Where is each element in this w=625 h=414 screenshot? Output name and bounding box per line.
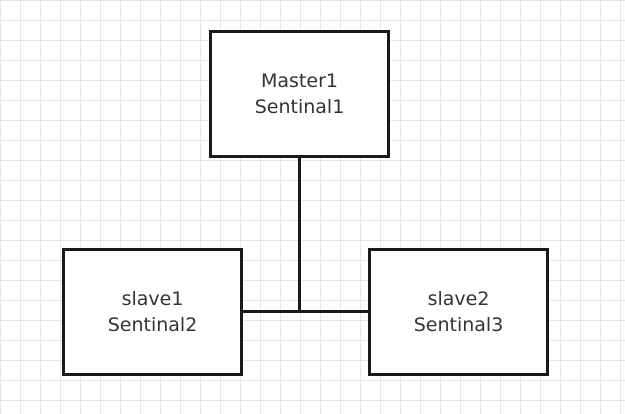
node-slave2-label: slave2 <box>427 288 490 310</box>
connector-master-to-slaves <box>298 158 301 313</box>
connector-slave1-to-slave2 <box>243 310 368 313</box>
node-master1: Master1 Sentinal1 <box>209 30 390 158</box>
node-slave2-sentinel-label: Sentinal3 <box>413 314 504 336</box>
node-slave2: slave2 Sentinal3 <box>368 248 549 376</box>
node-master1-label: Master1 <box>261 70 338 92</box>
node-slave1-label: slave1 <box>121 288 184 310</box>
node-slave1-sentinel-label: Sentinal2 <box>107 314 198 336</box>
node-slave1: slave1 Sentinal2 <box>62 248 243 376</box>
node-master1-sentinel-label: Sentinal1 <box>254 96 345 118</box>
